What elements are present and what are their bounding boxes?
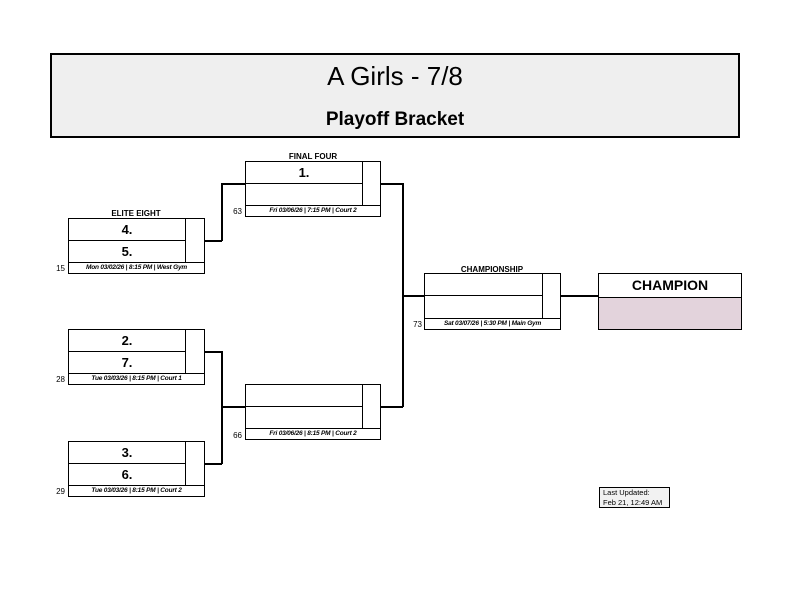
game-info: Fri 03/06/26 | 8:15 PM | Court 2 [269, 430, 357, 437]
game-number: 28 [56, 375, 65, 384]
game-number: 73 [413, 320, 422, 329]
game-info-box [68, 485, 205, 497]
team-slot [245, 406, 363, 429]
score-box [185, 441, 205, 486]
team-slot [245, 183, 363, 206]
page-subtitle: Playoff Bracket [325, 109, 465, 130]
champion-slot [599, 298, 741, 329]
score-box [542, 273, 561, 319]
round-label-elite-eight: ELITE EIGHT [111, 209, 161, 218]
game-info-box [68, 262, 205, 274]
score-box [185, 218, 205, 263]
connector-line [221, 351, 223, 464]
game-info: Tue 03/03/26 | 8:15 PM | Court 2 [91, 487, 182, 494]
team-seed: 4. [121, 222, 133, 237]
game-info: Fri 03/06/26 | 7:15 PM | Court 2 [269, 207, 357, 214]
connector-line [381, 406, 403, 408]
game-info-box [245, 428, 381, 440]
game-info: Sat 03/07/26 | 5:30 PM | Main Gym [443, 320, 542, 327]
team-seed: 2. [121, 333, 133, 348]
game-number: 29 [56, 487, 65, 496]
connector-line [205, 463, 222, 465]
last-updated-label: Last Updated: [603, 488, 650, 497]
bracket-header: A Girls - 7/8 Playoff Bracket [50, 53, 740, 138]
champion-title: CHAMPION [599, 274, 741, 298]
connector-line [402, 295, 424, 297]
game-info-box [68, 373, 205, 385]
team-seed: 6. [121, 467, 133, 482]
game-number: 66 [233, 431, 242, 440]
round-label-final-four: FINAL FOUR [288, 152, 338, 161]
connector-line [205, 240, 222, 242]
connector-line [221, 406, 245, 408]
team-slot [245, 384, 363, 407]
team-seed: 1. [298, 165, 310, 180]
connector-line [561, 295, 598, 297]
game-number: 63 [233, 207, 242, 216]
score-box [185, 329, 205, 374]
score-box [362, 384, 381, 429]
game-info: Mon 03/02/26 | 8:15 PM | West Gym [86, 264, 187, 271]
connector-line [381, 183, 403, 185]
team-slot [424, 295, 543, 319]
score-box [362, 161, 381, 206]
last-updated-box: Last Updated: Feb 21, 12:49 AM [599, 487, 670, 508]
last-updated-value: Feb 21, 12:49 AM [603, 497, 663, 507]
connector-line [205, 351, 222, 353]
game-info-box [424, 318, 561, 330]
round-label-championship: CHAMPIONSHIP [460, 265, 524, 274]
game-info-box [245, 205, 381, 217]
connector-line [221, 183, 245, 185]
team-seed: 7. [121, 355, 133, 370]
champion-box: CHAMPION [598, 273, 742, 330]
game-number: 15 [56, 264, 65, 273]
connector-line [221, 183, 223, 241]
team-seed: 3. [121, 445, 133, 460]
game-info: Tue 03/03/26 | 8:15 PM | Court 1 [91, 375, 182, 382]
page-title: A Girls - 7/8 [327, 61, 463, 91]
team-seed: 5. [121, 244, 133, 259]
team-slot [424, 273, 543, 296]
